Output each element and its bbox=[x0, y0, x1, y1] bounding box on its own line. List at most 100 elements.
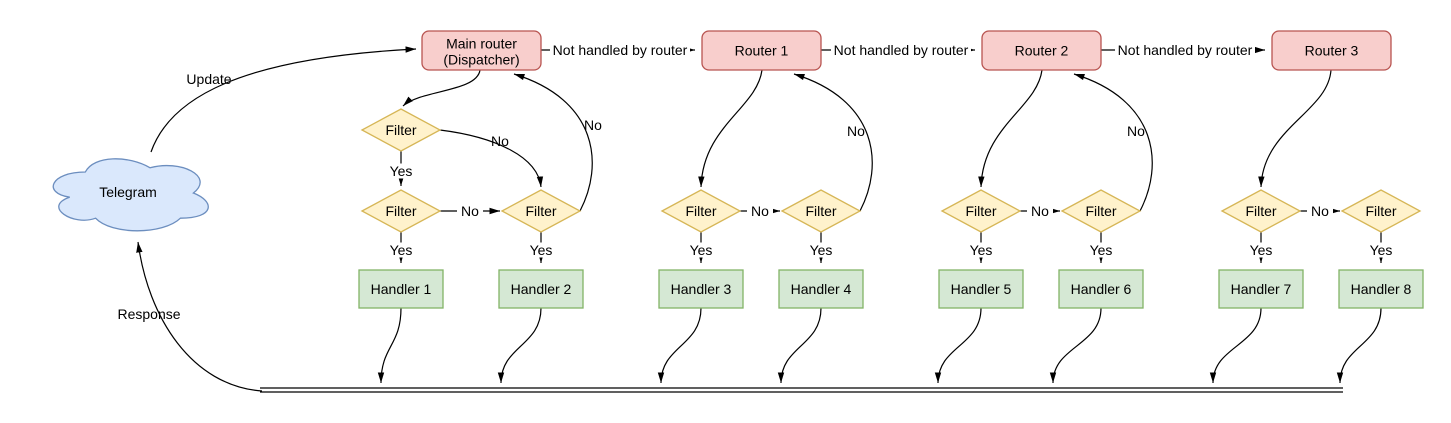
filter-diamond: Filter bbox=[360, 189, 442, 233]
cloud-icon bbox=[52, 158, 209, 232]
handler-5-label: Handler 5 bbox=[951, 281, 1012, 297]
no-label: No bbox=[751, 203, 769, 219]
edges bbox=[136, 46, 1385, 393]
handler4-drop-edge bbox=[777, 307, 822, 384]
label-background bbox=[387, 242, 415, 258]
router2-to-filter-edge bbox=[978, 69, 1043, 188]
label-background bbox=[1027, 203, 1053, 219]
no-label: No bbox=[847, 123, 865, 139]
router-2-node: Router 2 bbox=[981, 30, 1102, 71]
filter-diamond-shape bbox=[1340, 189, 1422, 233]
filter-diamond: Filter bbox=[1220, 189, 1302, 233]
filter-label: Filter bbox=[805, 203, 836, 219]
no-label: No bbox=[584, 117, 602, 133]
yes-label: Yes bbox=[810, 242, 833, 258]
main-router-label-line2: (Dispatcher) bbox=[443, 52, 519, 68]
handler5-drop-edge bbox=[934, 307, 982, 384]
handler-5-node: Handler 5 bbox=[938, 269, 1024, 309]
handler-3-box bbox=[658, 269, 744, 309]
handler-6-node: Handler 6 bbox=[1058, 269, 1144, 309]
filter-diamond-shape bbox=[1060, 189, 1142, 233]
label-background bbox=[1307, 203, 1333, 219]
label-background bbox=[967, 242, 995, 258]
not-handled-label-2: Not handled by router bbox=[834, 42, 969, 58]
handler-6-box bbox=[1058, 269, 1144, 309]
handler-2-node: Handler 2 bbox=[498, 269, 584, 309]
handler-4-label: Handler 4 bbox=[791, 281, 852, 297]
handler-8-node: Handler 8 bbox=[1338, 269, 1424, 309]
yes-label: Yes bbox=[1250, 242, 1273, 258]
handler-7-label: Handler 7 bbox=[1231, 281, 1292, 297]
handler-3-label: Handler 3 bbox=[671, 281, 732, 297]
label-background bbox=[1087, 242, 1115, 258]
filter-label: Filter bbox=[685, 203, 716, 219]
main-router-to-filter-edge bbox=[402, 69, 481, 107]
handler2-drop-edge bbox=[497, 307, 542, 384]
handler-4-node: Handler 4 bbox=[778, 269, 864, 309]
label-background bbox=[1367, 242, 1395, 258]
no-label: No bbox=[491, 133, 509, 149]
filter-diamond-shape bbox=[360, 108, 442, 152]
label-background bbox=[687, 242, 715, 258]
handler6-drop-edge bbox=[1049, 307, 1102, 384]
filter-label: Filter bbox=[525, 203, 556, 219]
no-label: No bbox=[461, 203, 479, 219]
update-edge bbox=[150, 46, 417, 153]
router-3-node: Router 3 bbox=[1271, 30, 1392, 71]
router-1-box bbox=[701, 30, 822, 71]
router1-to-filter-edge bbox=[698, 69, 763, 188]
no-label: No bbox=[1127, 123, 1145, 139]
main-router-label-line1: Main router bbox=[446, 36, 517, 52]
router-3-box bbox=[1271, 30, 1392, 71]
handler-5-box bbox=[938, 269, 1024, 309]
edge-labels: Update Response Not handled by router No… bbox=[117, 42, 1395, 322]
no-label: No bbox=[1311, 203, 1329, 219]
filter-diamond-shape bbox=[500, 189, 582, 233]
router3-to-filter-edge bbox=[1258, 69, 1332, 188]
handler-8-box bbox=[1338, 269, 1424, 309]
yes-label: Yes bbox=[1370, 242, 1393, 258]
filter-diamond-shape bbox=[1220, 189, 1302, 233]
filter-label: Filter bbox=[1085, 203, 1116, 219]
filter-diamond: Filter bbox=[360, 108, 442, 152]
label-background bbox=[387, 163, 415, 179]
handler-8-label: Handler 8 bbox=[1351, 281, 1412, 297]
router-3-label: Router 3 bbox=[1305, 43, 1359, 59]
handler-2-box bbox=[498, 269, 584, 309]
filter-diamond: Filter bbox=[1060, 189, 1142, 233]
router-2-label: Router 2 bbox=[1015, 43, 1069, 59]
main-router-box bbox=[421, 30, 542, 71]
yes-label: Yes bbox=[530, 242, 553, 258]
telegram-label: Telegram bbox=[99, 184, 157, 200]
handler3-drop-edge bbox=[657, 307, 702, 384]
yes-label: Yes bbox=[1090, 242, 1113, 258]
router-1-node: Router 1 bbox=[701, 30, 822, 71]
handler-1-node: Handler 1 bbox=[358, 269, 444, 309]
filter-label: Filter bbox=[1245, 203, 1276, 219]
filter-label: Filter bbox=[385, 203, 416, 219]
filter-label: Filter bbox=[1365, 203, 1396, 219]
filter-no-return-edge bbox=[793, 73, 873, 212]
response-edge bbox=[136, 241, 263, 392]
handler-1-box bbox=[358, 269, 444, 309]
handler7-drop-edge bbox=[1209, 307, 1262, 384]
filter-diamond: Filter bbox=[940, 189, 1022, 233]
handler-7-node: Handler 7 bbox=[1218, 269, 1304, 309]
filter-no-return-edge bbox=[1073, 73, 1153, 212]
label-background bbox=[807, 242, 835, 258]
not-handled-label-3: Not handled by router bbox=[1118, 42, 1253, 58]
router-2-box bbox=[981, 30, 1102, 71]
main-router-node: Main router (Dispatcher) bbox=[421, 30, 542, 71]
yes-label: Yes bbox=[390, 242, 413, 258]
handler8-drop-edge bbox=[1336, 307, 1382, 384]
filter-diamond: Filter bbox=[1340, 189, 1422, 233]
handler-4-box bbox=[778, 269, 864, 309]
handler1-drop-edge bbox=[377, 307, 402, 384]
handler-1-label: Handler 1 bbox=[371, 281, 432, 297]
label-background bbox=[527, 242, 555, 258]
yes-label: Yes bbox=[690, 242, 713, 258]
filter-no-return-edge bbox=[513, 73, 593, 212]
filter-diamond-shape bbox=[660, 189, 742, 233]
